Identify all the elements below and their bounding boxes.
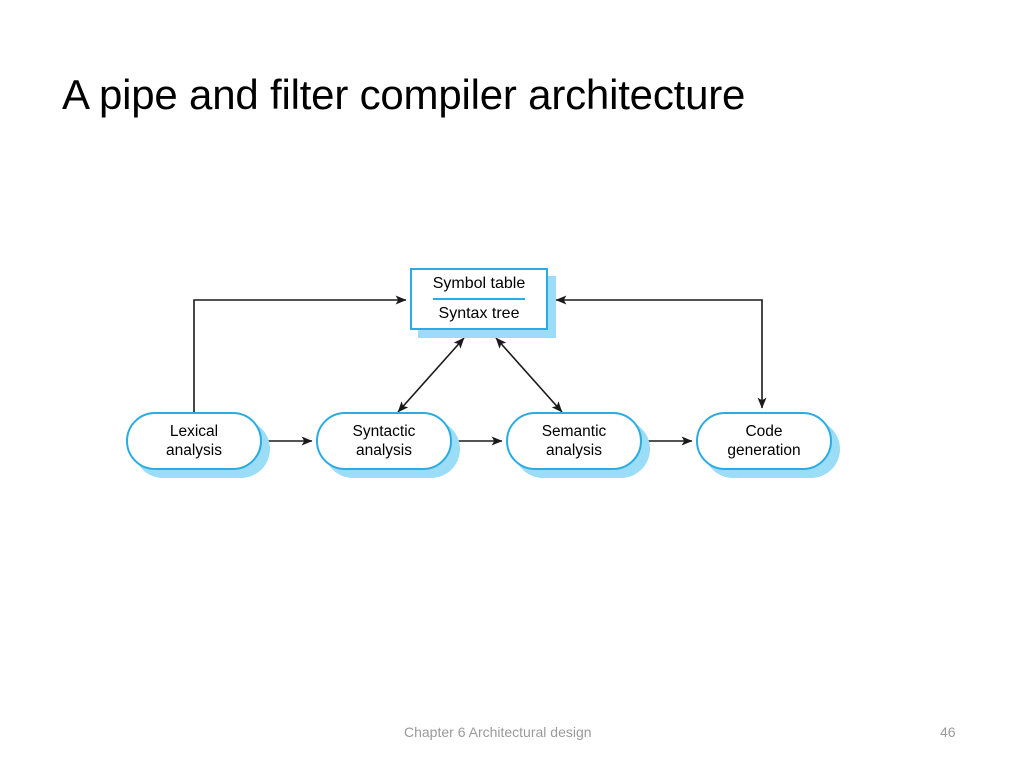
filter-label-line2: analysis (546, 442, 602, 459)
symbol-table-repository[interactable]: Symbol table Syntax tree (410, 268, 556, 338)
filter-label-line1: Semantic (541, 423, 607, 440)
filter-label-line2: analysis (166, 442, 222, 459)
filter-node-syntactic-analysis[interactable]: Syntactic analysis (316, 412, 460, 478)
connector-lexical-to-repository (193, 295, 407, 412)
repository-row-syntax-tree: Syntax tree (438, 305, 520, 322)
connector-semantic-repository (495, 337, 563, 413)
filter-node-code-generation[interactable]: Code generation (696, 412, 840, 478)
node-body: Semantic analysis (506, 412, 642, 470)
footer-chapter-label: Chapter 6 Architectural design (404, 724, 592, 740)
connector-syntactic-repository (397, 337, 465, 413)
filter-label-line1: Lexical (169, 423, 219, 440)
filter-label-line2: generation (727, 442, 801, 459)
node-body: Code generation (696, 412, 832, 470)
filter-node-semantic-analysis[interactable]: Semantic analysis (506, 412, 650, 478)
repository-body: Symbol table Syntax tree (410, 268, 548, 330)
filter-label-line2: analysis (356, 442, 412, 459)
connector-repository-to-codegen (555, 295, 767, 409)
repository-row-symbol-table: Symbol table (432, 270, 526, 300)
filter-label-line1: Syntactic (352, 423, 416, 440)
node-body: Lexical analysis (126, 412, 262, 470)
filter-node-lexical-analysis[interactable]: Lexical analysis (126, 412, 270, 478)
filter-label-line1: Code (745, 423, 783, 440)
node-body: Syntactic analysis (316, 412, 452, 470)
page-title: A pipe and filter compiler architecture (62, 71, 746, 118)
footer-page-number: 46 (940, 724, 956, 740)
